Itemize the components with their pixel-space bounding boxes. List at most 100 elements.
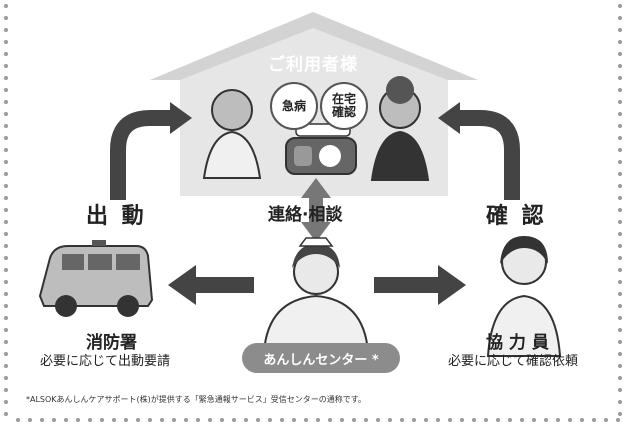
border-dot bbox=[4, 16, 8, 20]
emergency-badge-text: 急病 bbox=[281, 98, 306, 113]
border-dot bbox=[340, 418, 344, 422]
border-dot bbox=[304, 418, 308, 422]
border-dot bbox=[4, 196, 8, 200]
border-dot bbox=[4, 148, 8, 152]
border-dot bbox=[618, 268, 622, 272]
border-dot bbox=[618, 136, 622, 140]
border-dot bbox=[112, 418, 116, 422]
border-dot bbox=[220, 418, 224, 422]
border-dot bbox=[4, 352, 8, 356]
border-dot bbox=[448, 418, 452, 422]
border-dot bbox=[618, 400, 622, 404]
border-dot bbox=[618, 376, 622, 380]
border-dot bbox=[4, 268, 8, 272]
border-dot bbox=[4, 412, 8, 416]
border-dot bbox=[618, 64, 622, 68]
fire-station-label: 消防署 bbox=[86, 333, 137, 353]
border-dot bbox=[328, 418, 332, 422]
border-dot bbox=[472, 418, 476, 422]
border-dot bbox=[4, 400, 8, 404]
border-dot bbox=[292, 418, 296, 422]
border-dot bbox=[28, 418, 32, 422]
border-dot bbox=[618, 112, 622, 116]
border-dot bbox=[232, 418, 236, 422]
border-dot bbox=[4, 304, 8, 308]
center-name: あんしんセンター * bbox=[263, 352, 379, 368]
ambulance-icon bbox=[38, 240, 154, 317]
right-curved-arrow bbox=[458, 110, 520, 200]
border-dot bbox=[424, 418, 428, 422]
border-dot bbox=[4, 124, 8, 128]
house-roof bbox=[150, 12, 478, 80]
border-dot bbox=[4, 40, 8, 44]
border-dot bbox=[16, 418, 20, 422]
border-dot bbox=[316, 418, 320, 422]
border-dot bbox=[618, 244, 622, 248]
border-dot bbox=[618, 100, 622, 104]
right-curved-arrowhead bbox=[438, 102, 460, 134]
border-dot bbox=[460, 418, 464, 422]
home-check-badge-text: 在宅 確認 bbox=[331, 92, 356, 119]
border-dot bbox=[4, 388, 8, 392]
border-dot bbox=[618, 304, 622, 308]
border-dot bbox=[4, 244, 8, 248]
border-dot bbox=[618, 388, 622, 392]
border-dot bbox=[4, 316, 8, 320]
border-dot bbox=[208, 418, 212, 422]
border-dot bbox=[616, 418, 620, 422]
border-dot bbox=[400, 418, 404, 422]
left-horizontal-arrow bbox=[168, 265, 254, 305]
border-dot bbox=[618, 40, 622, 44]
border-dot bbox=[196, 418, 200, 422]
border-dot bbox=[4, 4, 8, 8]
elderly-woman-icon bbox=[370, 76, 430, 181]
fire-station-desc: 必要に応じて出動要請 bbox=[40, 354, 171, 369]
dispatch-label: 出 動 bbox=[86, 204, 147, 229]
elderly-man-icon bbox=[202, 89, 262, 179]
border-dot bbox=[618, 316, 622, 320]
border-dot bbox=[160, 418, 164, 422]
border-dot bbox=[64, 418, 68, 422]
border-dot bbox=[618, 364, 622, 368]
border-dot bbox=[4, 76, 8, 80]
border-dot bbox=[618, 196, 622, 200]
border-dot bbox=[604, 418, 608, 422]
border-dot bbox=[4, 112, 8, 116]
border-dot bbox=[556, 418, 560, 422]
border-dot bbox=[4, 64, 8, 68]
border-dot bbox=[244, 418, 248, 422]
border-dot bbox=[496, 418, 500, 422]
border-dot bbox=[388, 418, 392, 422]
center-name-pill: あんしんセンター * bbox=[242, 343, 400, 373]
footnote: *ALSOKあんしんケアサポート(株)が提供する「緊急通報サービス」受信センター… bbox=[26, 395, 366, 404]
border-dot bbox=[618, 328, 622, 332]
right-dotted-edge bbox=[618, 4, 622, 416]
border-dot bbox=[4, 280, 8, 284]
border-dot bbox=[4, 172, 8, 176]
border-dot bbox=[4, 376, 8, 380]
operator-icon bbox=[262, 237, 370, 353]
border-dot bbox=[618, 88, 622, 92]
border-dot bbox=[4, 88, 8, 92]
border-dot bbox=[618, 232, 622, 236]
border-dot bbox=[520, 418, 524, 422]
confirm-label: 確 認 bbox=[486, 204, 547, 229]
emergency-badge: 急病 bbox=[270, 82, 318, 130]
border-dot bbox=[618, 340, 622, 344]
cooperator-icon bbox=[486, 236, 562, 357]
border-dot bbox=[618, 76, 622, 80]
border-dot bbox=[618, 28, 622, 32]
border-dot bbox=[618, 124, 622, 128]
left-curved-arrowhead bbox=[170, 102, 192, 134]
border-dot bbox=[4, 256, 8, 260]
home-check-badge: 在宅 確認 bbox=[320, 82, 368, 130]
border-dot bbox=[618, 184, 622, 188]
border-dot bbox=[412, 418, 416, 422]
border-dot bbox=[4, 28, 8, 32]
border-dot bbox=[568, 418, 572, 422]
border-dot bbox=[256, 418, 260, 422]
border-dot bbox=[4, 208, 8, 212]
border-dot bbox=[618, 172, 622, 176]
border-dot bbox=[100, 418, 104, 422]
border-dot bbox=[618, 292, 622, 296]
